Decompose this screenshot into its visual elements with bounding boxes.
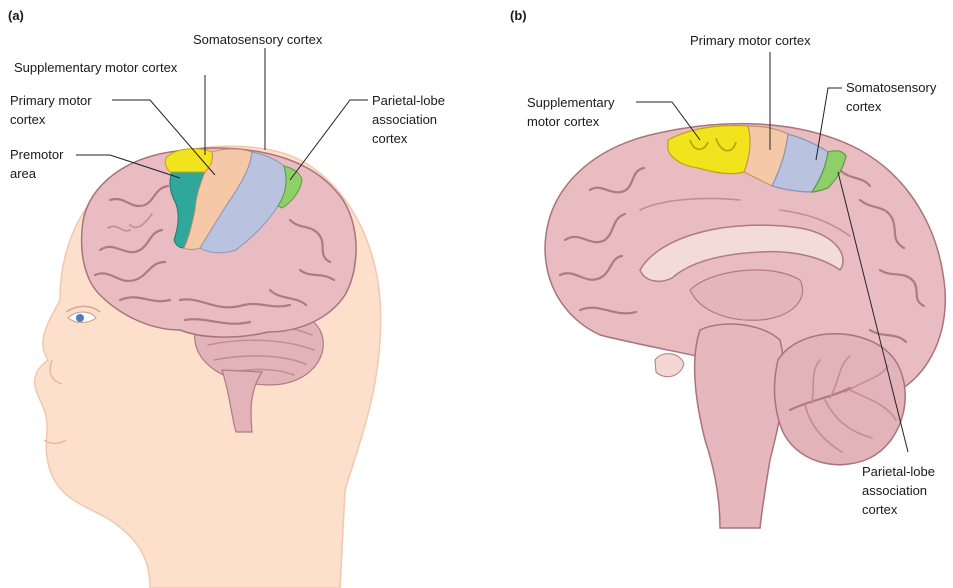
- label-a-primary-motor-line1: Primary motor: [10, 93, 92, 108]
- label-a-parietal-line3: cortex: [372, 131, 408, 146]
- label-a-parietal-line1: Parietal-lobe: [372, 93, 445, 108]
- panel-a: (a): [8, 8, 445, 588]
- label-b-primary-motor: Primary motor cortex: [690, 33, 811, 48]
- label-b-supplementary-line2: motor cortex: [527, 114, 600, 129]
- panel-a-tag: (a): [8, 8, 24, 23]
- label-a-premotor-line2: area: [10, 166, 37, 181]
- label-a-somatosensory: Somatosensory cortex: [193, 32, 323, 47]
- label-a-primary-motor-line2: cortex: [10, 112, 46, 127]
- label-b-somatosensory-line2: cortex: [846, 99, 882, 114]
- brainstem-b: [695, 324, 785, 528]
- label-b-parietal-line1: Parietal-lobe: [862, 464, 935, 479]
- label-a-premotor-line1: Premotor: [10, 147, 64, 162]
- label-b-parietal-line2: association: [862, 483, 927, 498]
- label-b-somatosensory-line1: Somatosensory: [846, 80, 937, 95]
- label-b-supplementary-line1: Supplementary: [527, 95, 615, 110]
- label-b-parietal-line3: cortex: [862, 502, 898, 517]
- panel-b: (b): [510, 8, 945, 528]
- cerebellum-b: [775, 334, 906, 465]
- panel-b-tag: (b): [510, 8, 527, 23]
- label-a-supplementary-motor: Supplementary motor cortex: [14, 60, 178, 75]
- label-a-parietal-line2: association: [372, 112, 437, 127]
- pituitary: [655, 354, 684, 377]
